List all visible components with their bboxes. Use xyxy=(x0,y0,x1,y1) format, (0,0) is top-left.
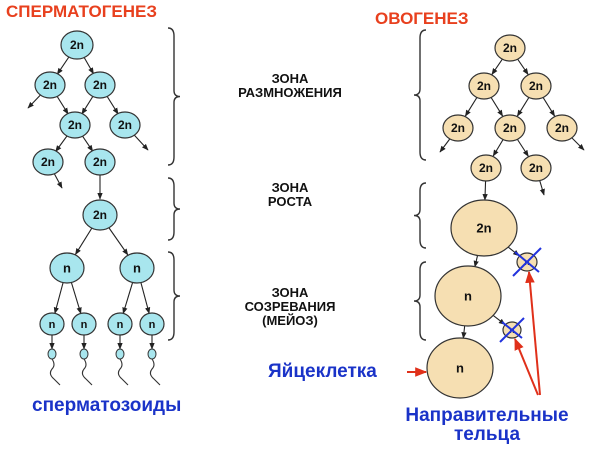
sperm-cell xyxy=(119,252,155,284)
sperm-cell xyxy=(84,71,116,99)
egg-cell-label: 2n xyxy=(503,41,517,55)
cross-line xyxy=(501,321,523,339)
sperm-cell-label: n xyxy=(133,261,141,276)
zone-maturation-label: ЗОНА СОЗРЕВАНИЯ (МЕЙОЗ) xyxy=(210,286,370,328)
sperm-cell-label: n xyxy=(81,319,88,331)
polar-bodies-line2: тельца xyxy=(453,424,521,445)
sperm-cell xyxy=(34,71,66,99)
egg-cell-label: 2n xyxy=(555,121,569,135)
egg-cell xyxy=(494,34,526,62)
zone-brace-left xyxy=(167,27,181,166)
egg-cell-label: 2n xyxy=(479,161,493,175)
spermatozoon-tail xyxy=(117,358,129,386)
spermatozoon-head xyxy=(47,348,57,360)
polar-arrow xyxy=(514,337,539,396)
egg-cell-label: 2n xyxy=(529,161,543,175)
zone-growth-label: ЗОНА РОСТА xyxy=(210,181,370,209)
egg-cell-label: 2n xyxy=(529,79,543,93)
egg-cell xyxy=(434,265,502,327)
egg-cell-label: 2n xyxy=(503,121,517,135)
zone-brace-left xyxy=(167,251,181,341)
zone-brace-right xyxy=(413,261,427,341)
spermatozoon-tail xyxy=(49,358,61,386)
zone-multiplication-line2: РАЗМНОЖЕНИЯ xyxy=(238,85,342,100)
zone-growth-line1: ЗОНА xyxy=(271,180,309,195)
sperm-cell xyxy=(139,312,165,336)
zone-maturation-line3: (МЕЙОЗ) xyxy=(262,313,318,328)
egg-cell xyxy=(520,154,552,182)
sperm-cell xyxy=(71,312,97,336)
sperm-cell-label: n xyxy=(49,319,56,331)
sperm-tails xyxy=(47,348,161,386)
sperm-cell-label: 2n xyxy=(93,208,107,222)
egg-cell xyxy=(546,114,578,142)
oogenesis-title: ОВОГЕНЕЗ xyxy=(375,9,469,28)
sperm-cell-label: n xyxy=(63,261,71,276)
egg-cell-label: 2n xyxy=(477,79,491,93)
spermatozoon-head xyxy=(147,348,157,360)
egg-cell xyxy=(442,114,474,142)
egg-cell xyxy=(470,154,502,182)
overlay xyxy=(407,247,542,396)
spermatozoon-head xyxy=(115,348,125,360)
sperm-cell xyxy=(84,148,116,176)
sperm-cell xyxy=(107,312,133,336)
sperm-cell-label: 2n xyxy=(41,155,55,169)
zone-multiplication-line1: ЗОНА xyxy=(271,71,309,86)
polar-bodies-label: Направительные тельца xyxy=(392,406,582,444)
egg-cell xyxy=(450,199,518,257)
polar-bodies-line1: Направительные xyxy=(405,405,569,426)
sperm-cell-label: 2n xyxy=(43,78,57,92)
egg-cell-label: n xyxy=(464,289,472,304)
sperm-cell-label: n xyxy=(149,319,156,331)
zone-braces xyxy=(167,27,427,341)
zone-brace-left xyxy=(167,177,181,241)
spermatogenesis-title: СПЕРМАТОГЕНЕЗ xyxy=(6,2,157,21)
sperm-label: сперматозоиды xyxy=(32,395,182,416)
sperm-cell xyxy=(60,30,94,60)
sperm-cell-label: 2n xyxy=(68,118,82,132)
cells: 2n 2n 2n 2n 2n 2n 2n 2n n n n n n n 2n 2n 2n 2n 2n 2n 2n 2n 2n… xyxy=(32,30,578,399)
egg-cell-label: 2n xyxy=(476,221,491,236)
sperm-cell xyxy=(82,199,118,231)
polar-arrow xyxy=(525,270,541,396)
egg-cell xyxy=(520,72,552,100)
sperm-cell xyxy=(32,148,64,176)
zone-brace-right xyxy=(413,29,427,161)
sperm-cell-label: 2n xyxy=(93,155,107,169)
zone-brace-right xyxy=(413,182,427,249)
egg-label: Яйцеклетка xyxy=(268,361,377,382)
sperm-cell xyxy=(109,111,141,139)
zone-maturation-line2: СОЗРЕВАНИЯ xyxy=(244,299,336,314)
sperm-cell xyxy=(59,111,91,139)
egg-cell-label: 2n xyxy=(451,121,465,135)
zone-growth-line2: РОСТА xyxy=(267,194,313,209)
sperm-cell-label: 2n xyxy=(93,78,107,92)
spermatozoon-tail xyxy=(149,358,161,386)
sperm-cell-label: n xyxy=(117,319,124,331)
zone-multiplication-label: ЗОНА РАЗМНОЖЕНИЯ xyxy=(210,72,370,100)
egg-cell-label: n xyxy=(456,361,464,376)
sperm-cell-label: 2n xyxy=(118,118,132,132)
cross-line xyxy=(514,251,540,273)
sperm-cell xyxy=(39,312,65,336)
sperm-cell xyxy=(49,252,85,284)
spermatozoon-head xyxy=(79,348,89,360)
zone-maturation-line1: ЗОНА xyxy=(271,285,309,300)
egg-cell xyxy=(468,72,500,100)
sperm-cell-label: 2n xyxy=(70,38,84,52)
egg-cell xyxy=(494,114,526,142)
spermatozoon-tail xyxy=(81,358,93,386)
